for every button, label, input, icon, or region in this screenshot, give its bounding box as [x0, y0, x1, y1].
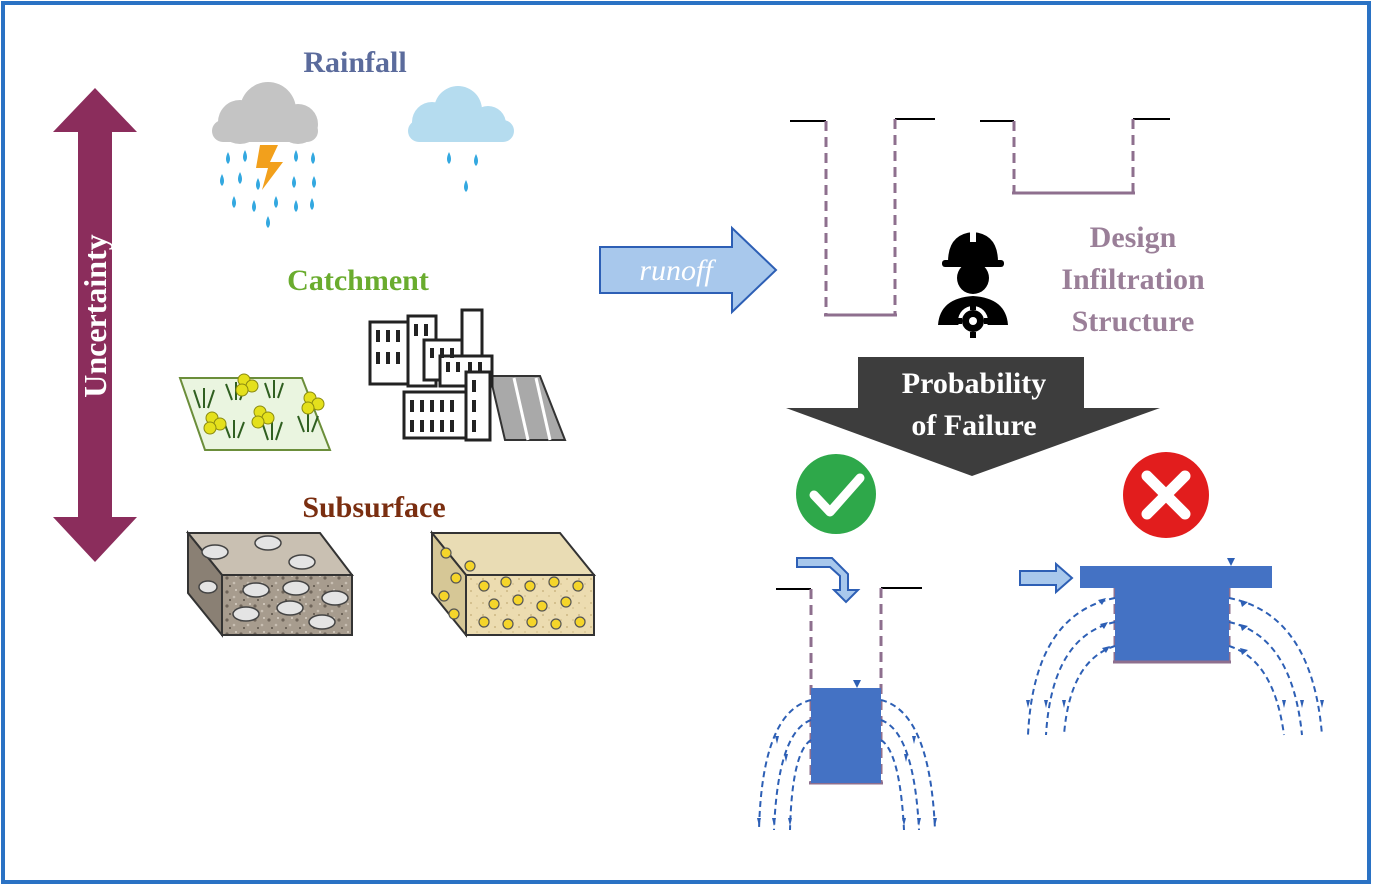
city-icon — [368, 308, 567, 442]
catchment-label: Catchment — [287, 264, 429, 297]
design-label-line3: Structure — [1072, 305, 1195, 338]
probability-of-failure-arrow: Probability of Failure — [786, 357, 1160, 476]
vegetation-icon — [178, 373, 332, 451]
overflow-water — [1080, 566, 1272, 588]
rainfall-label: Rainfall — [303, 46, 406, 79]
subsurface-label: Subsurface — [302, 491, 445, 524]
runoff-arrow: runoff — [599, 225, 778, 315]
design-label-line1: Design — [1090, 221, 1177, 254]
success-scenario — [757, 557, 937, 831]
rain-cloud-icon — [408, 86, 514, 192]
water-volume-failure — [1115, 588, 1229, 662]
sand-soil-block-icon — [429, 530, 597, 638]
gravel-soil-block-icon — [185, 530, 355, 638]
shallow-basin-design — [980, 118, 1170, 195]
water-volume-success — [811, 688, 881, 783]
runoff-label: runoff — [639, 254, 716, 287]
pof-label-line1: Probability — [902, 367, 1046, 400]
uncertainty-arrow: Uncertainty — [53, 88, 137, 562]
failure-scenario — [1019, 558, 1324, 736]
pof-label-line2: of Failure — [911, 409, 1036, 442]
uncertainty-label: Uncertainty — [77, 234, 113, 398]
engineer-icon — [938, 228, 1008, 338]
cross-icon — [1123, 452, 1209, 538]
check-icon — [796, 454, 876, 534]
storm-cloud-icon — [212, 82, 318, 228]
design-label-line2: Infiltration — [1061, 263, 1205, 296]
deep-trench-design — [790, 118, 935, 317]
